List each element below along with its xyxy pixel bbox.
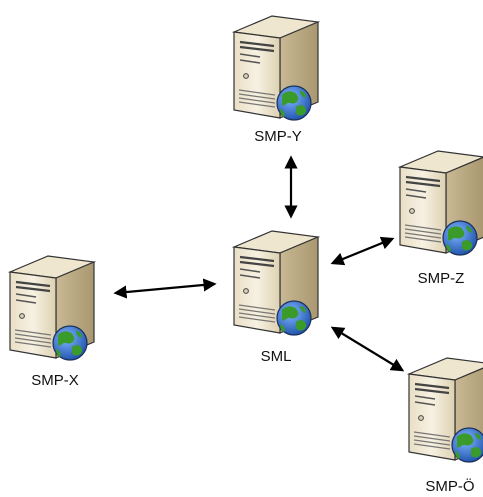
smp-o-label: SMP-Ö xyxy=(425,478,475,495)
connector-sml-smp-x xyxy=(113,278,217,299)
smp-x-server-icon xyxy=(8,254,96,362)
sml-label: SML xyxy=(260,348,292,365)
sml-server-icon xyxy=(232,229,320,337)
smp-x-label: SMP-X xyxy=(31,372,79,389)
smp-o-server-icon xyxy=(407,356,483,464)
smp-z-server-icon xyxy=(398,149,483,257)
smp-y-server-icon xyxy=(232,14,320,122)
connector-sml-smp-z xyxy=(330,236,395,266)
smp-y-label: SMP-Y xyxy=(254,128,302,145)
connector-sml-smp-o xyxy=(330,326,405,372)
smp-z-label: SMP-Z xyxy=(417,270,465,287)
